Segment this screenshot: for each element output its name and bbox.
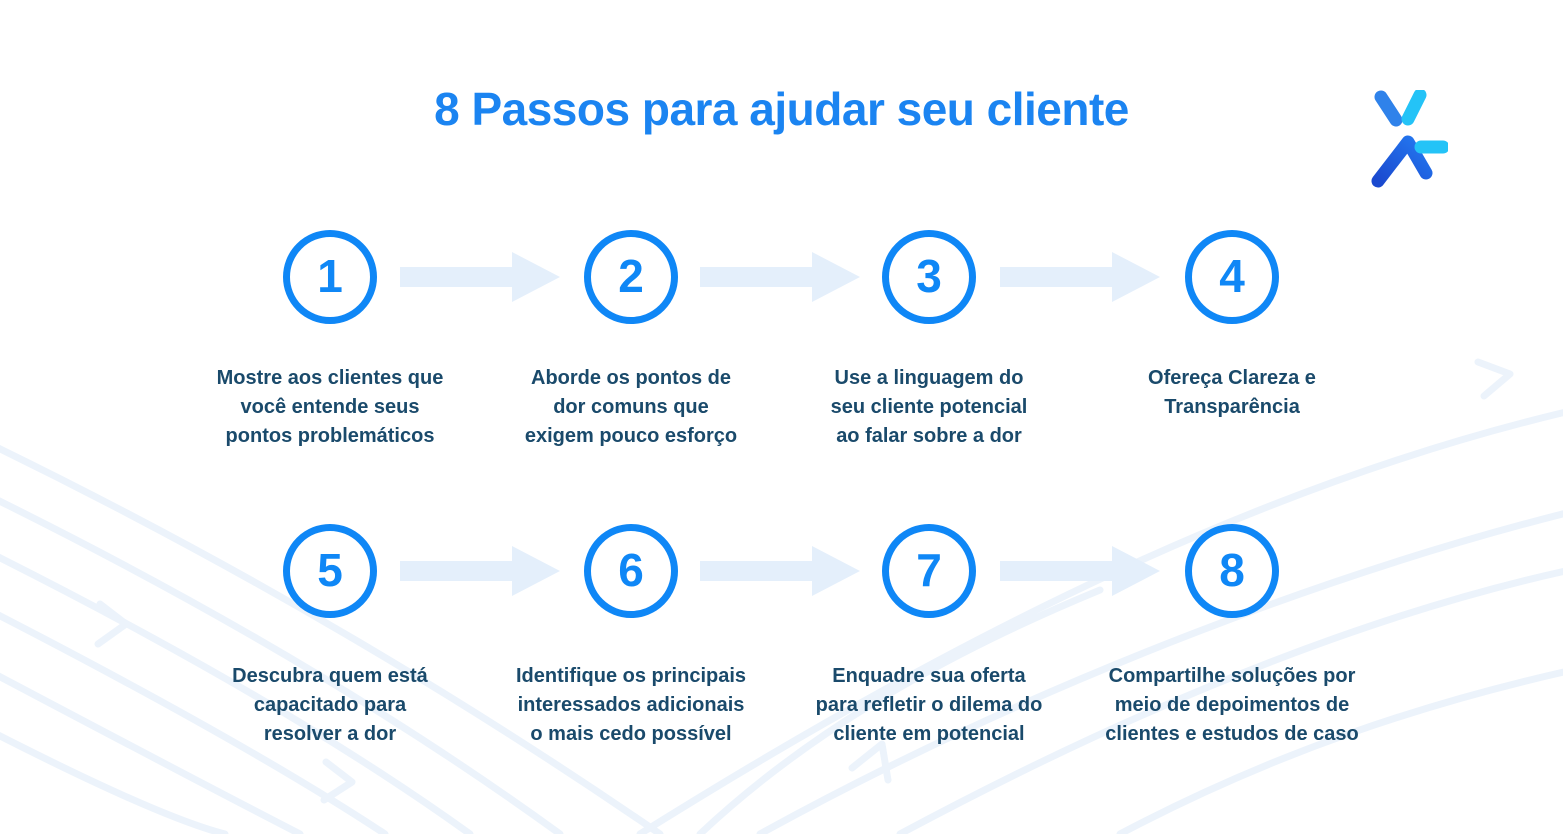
step-circle-2: 2 bbox=[584, 230, 678, 324]
step-circle-7: 7 bbox=[882, 524, 976, 618]
arrow-right-icon bbox=[400, 546, 560, 596]
arrow-right-icon bbox=[700, 546, 860, 596]
arrow-right-icon bbox=[1000, 252, 1160, 302]
step-number-2: 2 bbox=[618, 250, 644, 302]
step-circle-5: 5 bbox=[283, 524, 377, 618]
step-description-6: Identifique os principais interessados a… bbox=[515, 665, 747, 745]
step-circle-8: 8 bbox=[1185, 524, 1279, 618]
step-number-7: 7 bbox=[916, 544, 942, 596]
step-description-1: Mostre aos clientes que você entende seu… bbox=[216, 367, 444, 447]
arrow-right-icon bbox=[1000, 546, 1160, 596]
step-number-5: 5 bbox=[317, 544, 343, 596]
step-circle-3: 3 bbox=[882, 230, 976, 324]
step-description-2: Aborde os pontos de dor comuns que exige… bbox=[524, 367, 738, 447]
step-number-8: 8 bbox=[1219, 544, 1245, 596]
step-number-6: 6 bbox=[618, 544, 644, 596]
step-description-7: Enquadre sua oferta para refletir o dile… bbox=[815, 665, 1043, 745]
arrow-right-icon bbox=[700, 252, 860, 302]
spark-asterisk-logo-icon bbox=[1348, 90, 1448, 188]
step-circle-1: 1 bbox=[283, 230, 377, 324]
step-description-8: Compartilhe soluções por meio de depoime… bbox=[1105, 665, 1359, 745]
arrow-right-icon bbox=[400, 252, 560, 302]
step-description-3: Use a linguagem do seu cliente potencial… bbox=[830, 367, 1028, 447]
step-description-5: Descubra quem está capacitado para resol… bbox=[232, 665, 428, 745]
page-title: 8 Passos para ajudar seu cliente bbox=[434, 83, 1129, 135]
step-number-3: 3 bbox=[916, 250, 942, 302]
step-number-1: 1 bbox=[317, 250, 343, 302]
step-description-4: Ofereça Clareza e Transparência bbox=[1148, 367, 1316, 418]
step-circle-6: 6 bbox=[584, 524, 678, 618]
step-number-4: 4 bbox=[1219, 250, 1245, 302]
step-circle-4: 4 bbox=[1185, 230, 1279, 324]
